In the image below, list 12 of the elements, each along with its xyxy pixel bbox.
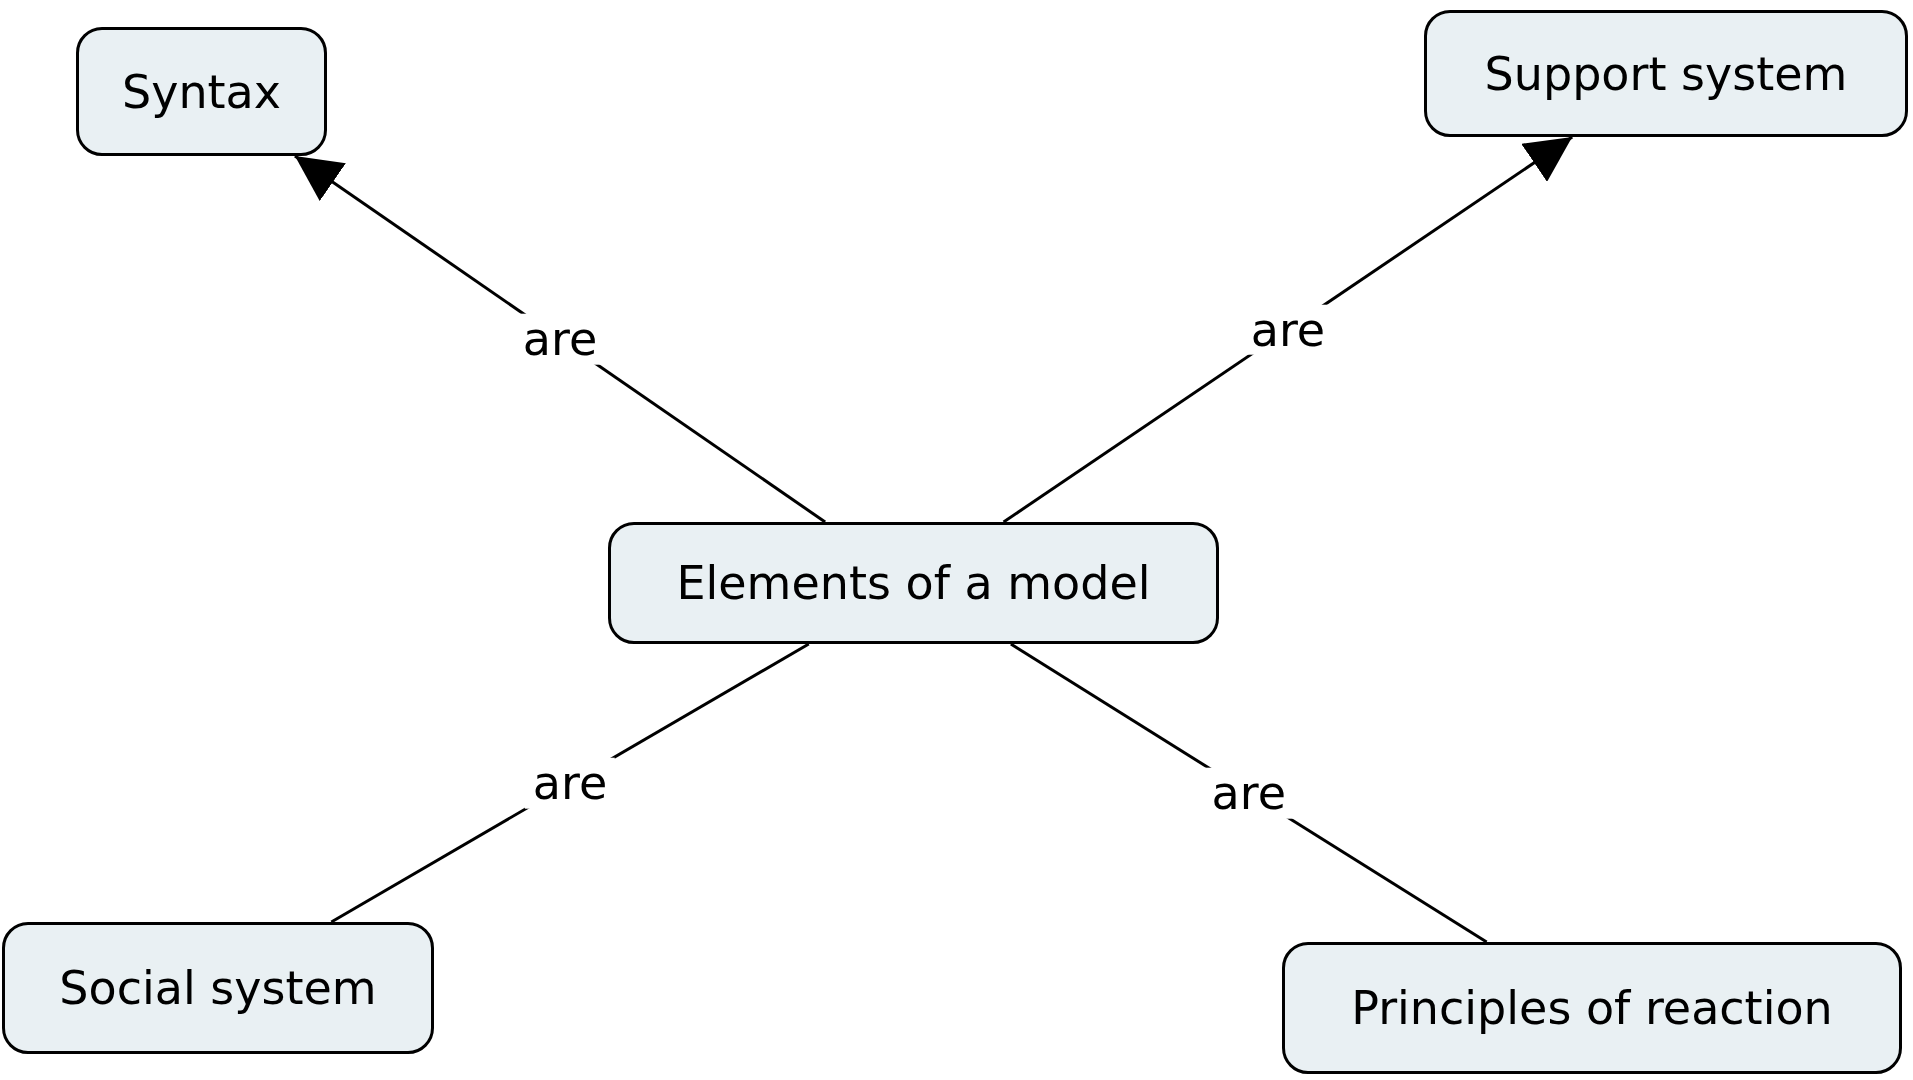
concept-box: [1282, 942, 1902, 1074]
concept-text: Principles of reaction: [1351, 981, 1833, 1035]
edge-label: are: [524, 757, 616, 809]
concept-box: [608, 522, 1219, 644]
concept-text: Elements of a model: [676, 556, 1151, 610]
concept-box: [76, 27, 327, 156]
concept-box: [2, 922, 434, 1054]
concept-box: [1424, 10, 1908, 137]
edge-label: are: [1203, 767, 1294, 819]
concept-text: Support system: [1484, 46, 1848, 101]
concept-text: Social system: [59, 961, 377, 1015]
concept-text: Syntax: [122, 64, 281, 119]
